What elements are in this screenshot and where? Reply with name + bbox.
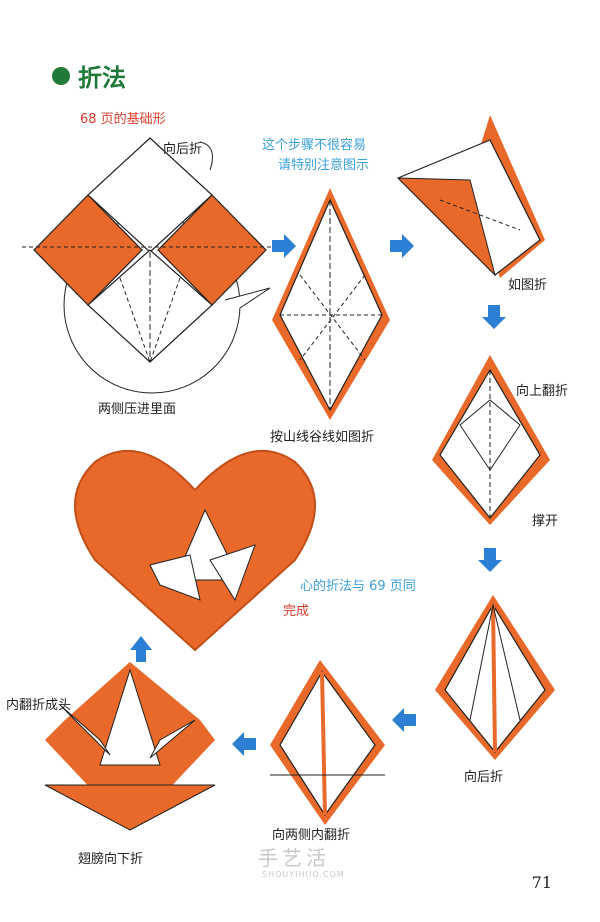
- watermark-text: 手艺活: [258, 846, 330, 870]
- heart-note-label: 心的折法与 69 页同: [300, 579, 416, 594]
- step3-diagram: [396, 115, 545, 278]
- done-label: 完成: [283, 604, 310, 619]
- step6-caption: 向两侧内翻折: [272, 828, 351, 843]
- step4-open-label: 撑开: [532, 514, 559, 529]
- step2-diagram: [272, 188, 390, 420]
- step7-diagram: [44, 662, 216, 831]
- step5-caption: 向后折: [464, 770, 504, 785]
- step1-note-label: 两侧压进里面: [98, 402, 177, 417]
- step1-ref-label: 68 页的基础形: [80, 112, 166, 127]
- watermark-subtext: SHOUYIHUO.COM: [262, 870, 345, 879]
- arrow-left-icon-2: [232, 732, 256, 756]
- arrow-left-icon-1: [392, 708, 416, 732]
- step4-diagram: [432, 355, 550, 525]
- section-title: 折法: [52, 58, 126, 93]
- arrow-up-icon-1: [130, 636, 152, 662]
- step7-head-label: 内翻折成头: [6, 698, 72, 713]
- step6-diagram: [270, 660, 385, 825]
- heart-diagram: [74, 449, 316, 652]
- step7-caption: 翅膀向下折: [78, 852, 144, 867]
- step1-fold-label: 向后折: [163, 142, 203, 157]
- step5-diagram: [435, 595, 555, 760]
- step2-note-line2: 请特别注意图示: [278, 158, 370, 173]
- arrow-down-icon-2: [478, 548, 502, 572]
- bullet-dot-icon: [52, 66, 70, 85]
- step2-caption: 按山线谷线如图折: [270, 430, 375, 445]
- page-number: 71: [531, 873, 552, 892]
- step4-fold-label: 向上翻折: [516, 384, 569, 399]
- step2-note-line1: 这个步骤不很容易: [262, 138, 367, 153]
- step1-diagram: [22, 137, 275, 394]
- step3-caption: 如图折: [508, 278, 548, 293]
- arrow-down-icon-1: [482, 305, 506, 329]
- arrow-right-icon-1: [272, 234, 296, 258]
- step-arrows: [130, 234, 506, 756]
- arrow-right-icon-2: [390, 234, 414, 258]
